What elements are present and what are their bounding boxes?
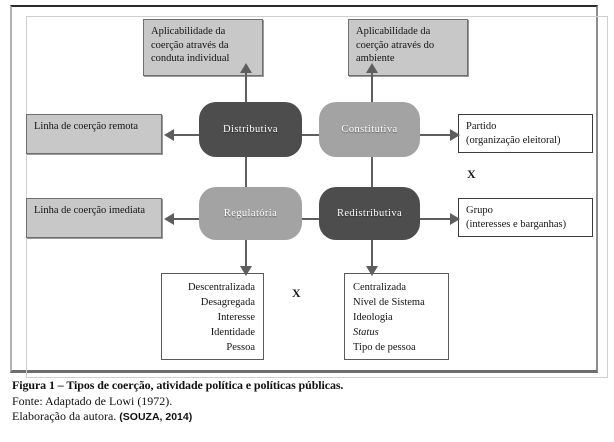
partido-line-1: Partido	[466, 121, 497, 132]
x-marker-right: X	[467, 167, 476, 181]
figure-frame: Aplicabilidade da coerção através da con…	[10, 5, 608, 378]
connector-constitutiva-right	[420, 134, 456, 136]
connector-redistributiva-right	[420, 218, 456, 220]
connector-distributiva-left	[172, 134, 217, 136]
figure-inner-border	[26, 16, 608, 378]
connector-constitutiva-up	[371, 71, 373, 107]
list-item-status: Status	[353, 327, 379, 338]
node-distributiva-label: Distributiva	[223, 124, 278, 135]
grupo-line-1: Grupo	[466, 205, 493, 216]
node-constitutiva[interactable]: Constitutiva	[319, 102, 420, 157]
arrow-down-regulatoria	[240, 266, 252, 276]
node-redistributiva-label: Redistributiva	[336, 208, 403, 219]
x-marker-bottom: X	[292, 286, 301, 300]
box-linha-coercao-imediata: Linha de coerção imediata	[26, 198, 162, 238]
list-item: Nível de Sistema	[353, 297, 425, 308]
node-regulatoria[interactable]: Regulatória	[199, 187, 302, 240]
list-item: Pessoa	[226, 342, 255, 353]
list-item: Tipo de pessoa	[353, 342, 416, 353]
list-item: Identidade	[210, 327, 255, 338]
connector-distributiva-regulatoria	[245, 157, 247, 197]
caption-elaboration-line: Elaboração da autora. (SOUZA, 2014)	[12, 409, 602, 426]
list-item: Interesse	[217, 312, 255, 323]
box-linha-coercao-remota: Linha de coerção remota	[26, 114, 162, 154]
box-lista-centralizada: Centralizada Nível de Sistema Ideologia …	[344, 273, 449, 360]
list-item: Desagregada	[200, 297, 255, 308]
box-aplicabilidade-ambiente: Aplicabilidade da coerção através do amb…	[348, 19, 468, 76]
list-item: Ideologia	[353, 312, 393, 323]
arrow-left-regulatoria	[164, 213, 174, 225]
list-item: Centralizada	[353, 282, 407, 293]
arrow-right-redistributiva	[450, 213, 460, 225]
node-distributiva[interactable]: Distributiva	[199, 102, 302, 157]
node-constitutiva-label: Constitutiva	[341, 124, 398, 135]
arrow-up-constitutiva	[366, 63, 378, 73]
connector-distributiva-up	[245, 71, 247, 107]
grupo-line-2: (interesses e barganhas)	[466, 219, 567, 230]
box-lista-descentralizada: Descentralizada Desagregada Interesse Id…	[161, 273, 264, 360]
arrow-up-distributiva	[240, 63, 252, 73]
connector-constitutiva-redistributiva	[371, 157, 373, 197]
list-item: Descentralizada	[187, 282, 255, 293]
box-grupo: Grupo (interesses e barganhas)	[458, 198, 593, 237]
connector-regulatoria-left	[172, 218, 217, 220]
box-partido: Partido (organização eleitoral)	[458, 114, 593, 153]
partido-line-2: (organização eleitoral)	[466, 135, 561, 146]
caption-elaboration-text: Elaboração da autora.	[12, 409, 117, 423]
caption-title: Figura 1 – Tipos de coerção, atividade p…	[12, 378, 344, 392]
caption-reference: (SOUZA, 2014)	[119, 411, 193, 423]
connector-redistributiva-down	[371, 240, 373, 268]
node-redistributiva[interactable]: Redistributiva	[319, 187, 420, 240]
arrow-left-distributiva	[164, 129, 174, 141]
node-regulatoria-label: Regulatória	[223, 208, 278, 219]
connector-regulatoria-down	[245, 240, 247, 268]
figure-caption: Figura 1 – Tipos de coerção, atividade p…	[12, 378, 602, 426]
arrow-down-redistributiva	[366, 266, 378, 276]
caption-source: Fonte: Adaptado de Lowi (1972).	[12, 393, 173, 408]
arrow-right-constitutiva	[450, 129, 460, 141]
